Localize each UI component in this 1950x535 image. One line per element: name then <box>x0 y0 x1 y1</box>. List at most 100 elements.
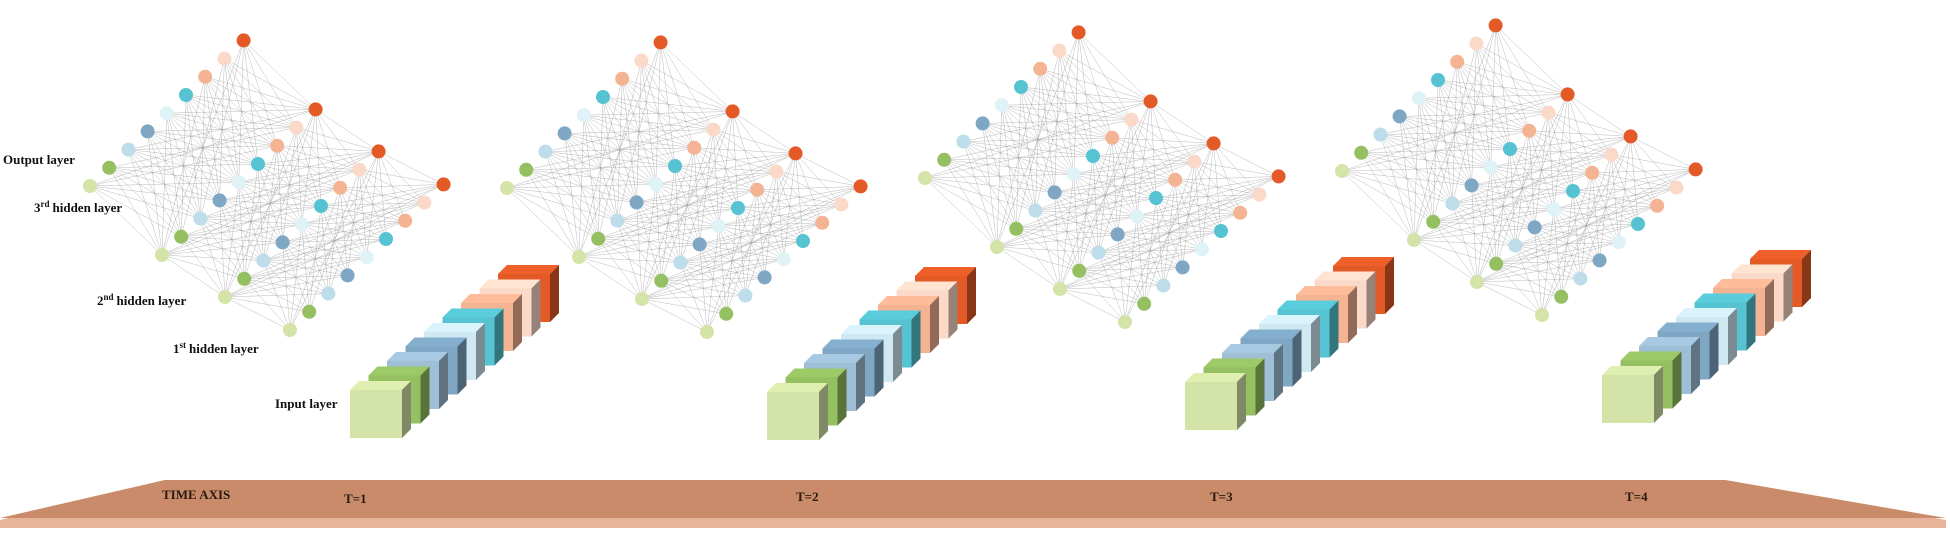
neuron-node <box>757 270 772 285</box>
connection-line <box>1078 32 1132 120</box>
connection-line <box>1059 137 1113 290</box>
connection-line <box>161 40 244 256</box>
connection-line <box>745 153 796 296</box>
connection-line <box>602 96 618 221</box>
neuron-node <box>1053 282 1067 296</box>
input-blocks <box>767 267 976 440</box>
connection-line <box>378 151 406 221</box>
input-block-top <box>1240 329 1302 339</box>
input-block-side <box>930 296 939 353</box>
connection-line <box>636 202 643 300</box>
connection-line <box>219 200 226 298</box>
connection-line <box>315 109 379 152</box>
input-block-top <box>1602 366 1663 375</box>
neuron-node <box>1483 160 1498 175</box>
neuron-node <box>359 250 374 265</box>
connection-line <box>1476 43 1492 168</box>
neuron-node <box>635 292 649 306</box>
neuron-node <box>572 250 586 264</box>
input-block-side <box>948 281 958 339</box>
input-block-top <box>1639 337 1700 346</box>
input-block-top <box>1657 322 1719 332</box>
connection-line <box>732 111 739 209</box>
neuron-node <box>1252 187 1267 202</box>
input-block-side <box>420 366 430 424</box>
connection-lines <box>924 32 1279 323</box>
connection-line <box>1591 172 1600 261</box>
input-block-side <box>1292 329 1302 387</box>
input-block-side <box>819 383 828 440</box>
input-block-top <box>350 381 411 390</box>
connection-line <box>526 169 580 258</box>
neuron-node <box>538 144 553 159</box>
connection-line <box>660 42 714 130</box>
neuron-node <box>1407 233 1421 247</box>
connection-line <box>1111 137 1118 235</box>
connection-line <box>224 58 240 183</box>
connection-line <box>1016 228 1061 290</box>
neuron-node <box>1554 289 1569 304</box>
connection-line <box>732 111 777 172</box>
input-block-side <box>1691 337 1700 394</box>
neuron-node <box>1105 130 1120 145</box>
connection-line <box>1611 154 1620 243</box>
connection-line <box>1073 174 1080 271</box>
input-block-side <box>1672 351 1682 409</box>
input-block-top <box>1314 271 1376 281</box>
neuron-node <box>1124 112 1139 127</box>
connection-line <box>1495 25 1549 113</box>
neuron-node <box>1187 154 1202 169</box>
connection-line <box>795 153 804 242</box>
connection-line <box>756 189 765 278</box>
neuron-node <box>371 144 386 159</box>
neuron-node <box>308 102 323 117</box>
connection-line <box>238 40 244 183</box>
neuron-node <box>937 152 952 167</box>
neuron-node <box>1546 202 1561 217</box>
connection-line <box>1341 170 1415 241</box>
connection-line <box>1155 197 1164 286</box>
connection-line <box>996 105 1003 248</box>
connection-line <box>243 40 259 165</box>
neuron-node <box>769 164 784 179</box>
input-block-side <box>439 352 448 409</box>
connection-line <box>161 254 226 298</box>
neuron-node <box>1072 263 1087 278</box>
input-block-side <box>911 310 921 368</box>
connection-line <box>718 226 727 314</box>
input-block-side <box>1728 308 1737 365</box>
neuron-node <box>1143 94 1158 109</box>
connection-line <box>200 40 244 219</box>
connection-line <box>1456 61 1472 186</box>
input-block-top <box>405 337 467 347</box>
time-step-label: T=2 <box>796 489 819 504</box>
neuron-node <box>1373 127 1388 142</box>
neuron-node <box>975 116 990 131</box>
neuron-node <box>1489 256 1504 271</box>
neuron-node <box>596 90 610 104</box>
connection-line <box>1452 25 1496 204</box>
input-block-top <box>878 296 939 305</box>
neuron-node <box>321 286 336 301</box>
connection-line <box>109 167 163 256</box>
neuron-node <box>1028 203 1043 218</box>
neuron-node <box>1426 214 1441 229</box>
connection-line <box>674 165 681 263</box>
input-block-top <box>424 323 485 332</box>
connection-line <box>1534 227 1543 316</box>
input-block-side <box>1783 264 1793 322</box>
connection-line <box>924 177 998 248</box>
connection-line <box>578 78 623 258</box>
connection-line <box>1039 68 1055 193</box>
connection-line <box>1136 216 1145 304</box>
input-block-top <box>841 325 902 334</box>
neuron-node <box>1335 164 1349 178</box>
connection-line <box>660 42 676 167</box>
neuron-node <box>1168 172 1183 187</box>
connection-line <box>1495 25 1511 150</box>
neuron-node <box>1535 308 1549 322</box>
